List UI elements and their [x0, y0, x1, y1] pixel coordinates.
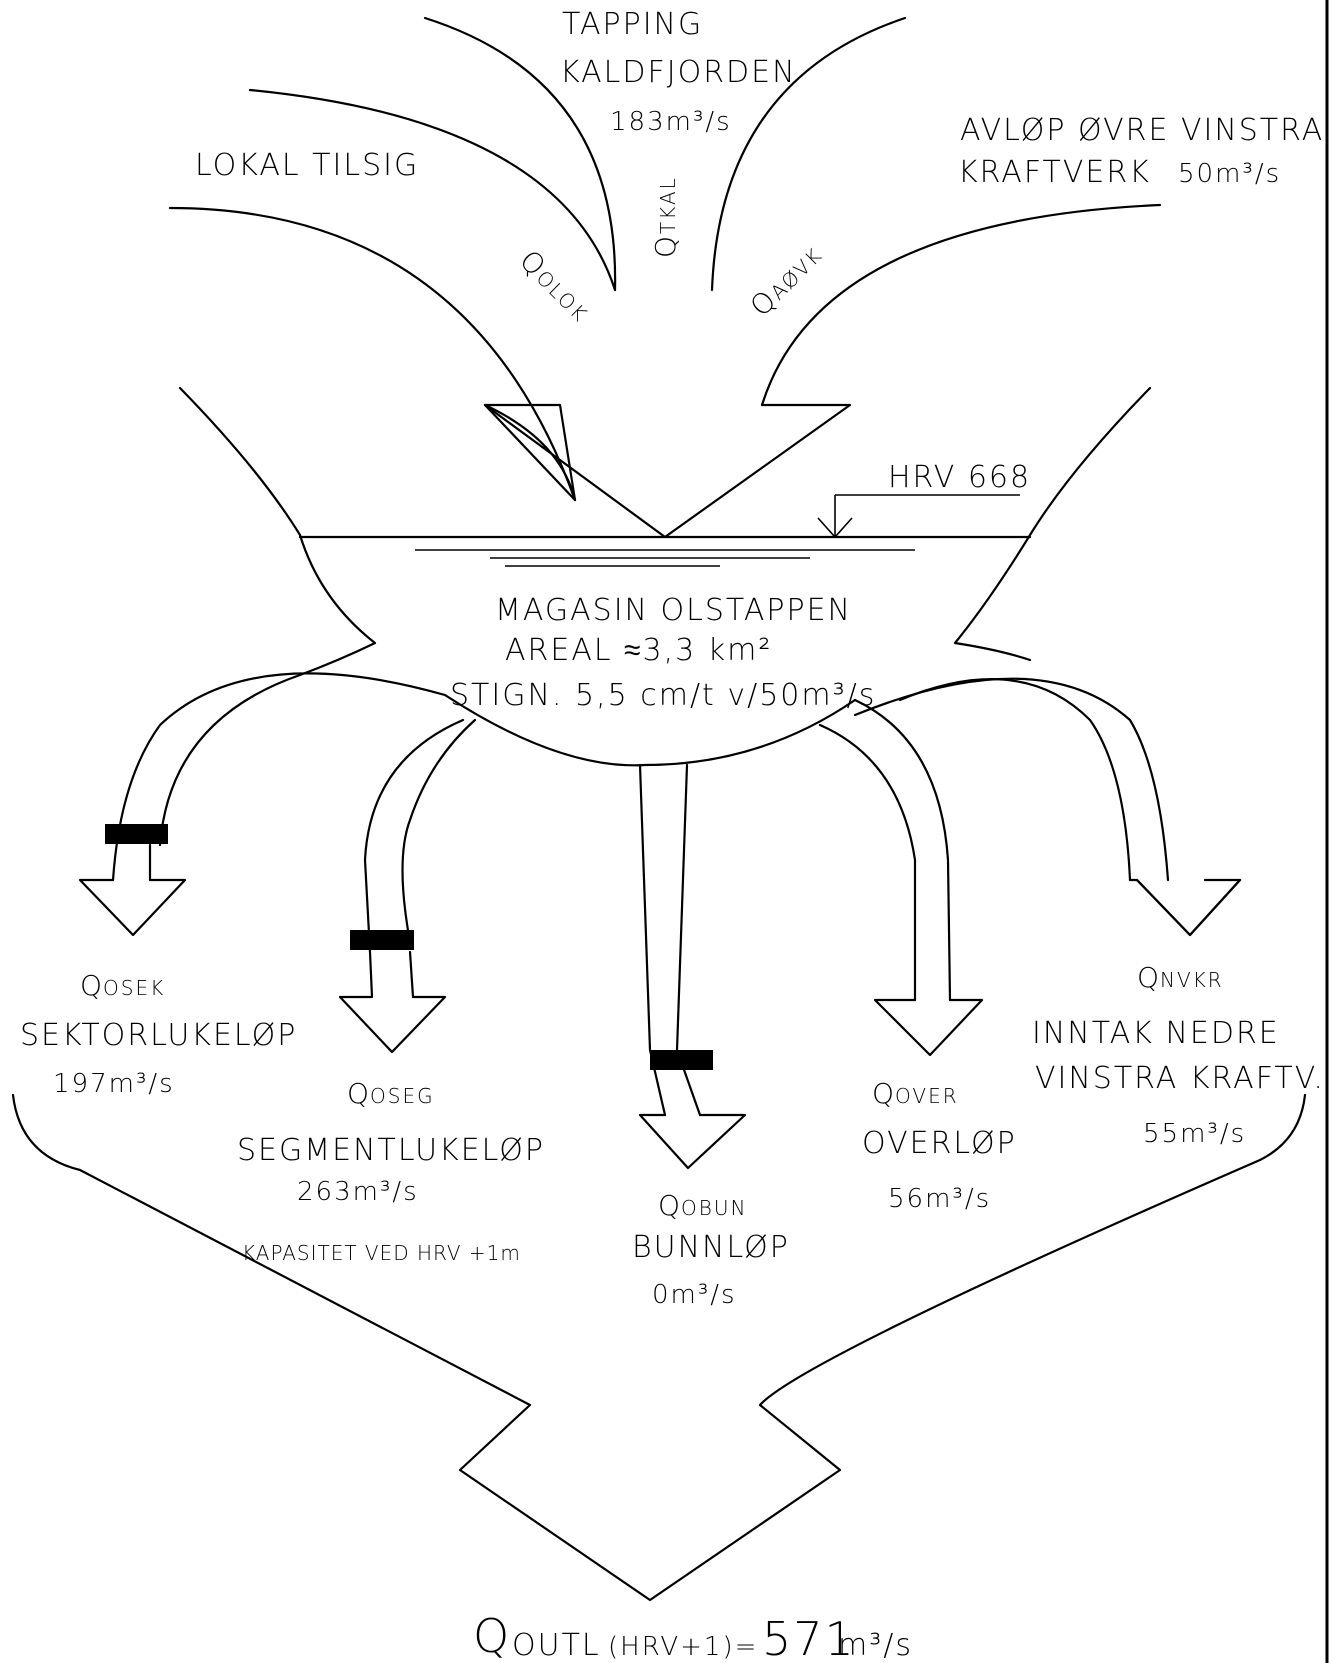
outlet-arrows [78, 672, 1242, 1170]
segment-sub: OSEG [370, 1084, 435, 1108]
sektor-symbol: Q [80, 969, 104, 1002]
over-name: OVERLØP [862, 1126, 1017, 1161]
tapping-title-1: TAPPING [562, 7, 703, 42]
outlet-over: Q OVER OVERLØP 56m³/s [862, 1077, 1017, 1214]
nvkr-sub: NVKR [1160, 968, 1224, 992]
segment-flow: 263m³/s [297, 1177, 419, 1207]
total-sub: OUTL [512, 1628, 601, 1663]
over-sub: OVER [895, 1084, 959, 1108]
sektor-sub: OSEK [103, 976, 165, 1000]
tapping-flow: 183m³/s [610, 107, 732, 137]
hrv-label: HRV 668 [888, 460, 1031, 495]
total-outflow: Q OUTL (HRV+1)= 571 m³/s [473, 1609, 913, 1663]
nvkr-symbol: Q [1137, 961, 1161, 994]
total-symbol: Q [473, 1609, 511, 1663]
reservoir-rise: STIGN. 5,5 cm/t v/50m³/s [450, 678, 876, 713]
tapping-sub: TKAL [656, 176, 680, 234]
inflow-funnel [168, 16, 1162, 539]
lokal-title: LOKAL TILSIG [195, 148, 419, 183]
sektor-name: SEKTORLUKELØP [20, 1018, 297, 1053]
over-symbol: Q [872, 1077, 896, 1110]
nvkr-name-2: VINSTRA KRAFTV. [1035, 1061, 1325, 1096]
sektor-flow: 197m³/s [53, 1069, 175, 1099]
outlet-bunn: Q OBUN BUNNLØP 0m³/s [632, 1189, 790, 1310]
total-funnel [11, 1093, 1307, 1602]
avlop-title-2: KRAFTVERK [958, 155, 1151, 190]
tapping-symbol: Q [649, 234, 682, 258]
outlet-segment: Q OSEG SEGMENTLUKELØP 263m³/s KAPASITET … [237, 1077, 545, 1265]
segment-symbol: Q [347, 1077, 371, 1110]
bunn-flow: 0m³/s [652, 1280, 737, 1310]
segment-name: SEGMENTLUKELØP [237, 1133, 545, 1168]
outlet-sektor: Q OSEK SEKTORLUKELØP 197m³/s [20, 969, 297, 1099]
nvkr-flow: 55m³/s [1143, 1119, 1246, 1149]
avlop-flow: 50m³/s [1178, 159, 1281, 189]
reservoir-name: MAGASIN OLSTAPPEN [495, 593, 852, 628]
nvkr-name-1: INNTAK NEDRE [1032, 1016, 1280, 1051]
total-condition: (HRV+1)= [608, 1632, 758, 1662]
reservoir-basin [178, 386, 1152, 767]
gate-segment [350, 930, 414, 950]
lokal-symbol-group: Q OLOK [513, 244, 593, 328]
outlet-nvkr: Q NVKR INNTAK NEDRE VINSTRA KRAFTV. 55m³… [1032, 961, 1325, 1149]
avlop-title-1: AVLØP ØVRE VINSTRA [960, 113, 1324, 148]
lokal-sub: OLOK [531, 266, 593, 328]
bunn-name: BUNNLØP [632, 1230, 790, 1265]
tapping-symbol-group: Q TKAL [649, 176, 682, 258]
segment-note: KAPASITET VED HRV +1m [242, 1241, 521, 1265]
avlop-sub: AØVK [766, 243, 828, 305]
bunn-sub: OBUN [681, 1196, 747, 1220]
gate-bunn [650, 1050, 713, 1070]
gate-sektor [105, 824, 168, 844]
over-flow: 56m³/s [888, 1184, 991, 1214]
avlop-symbol-group: Q AØVK [744, 243, 828, 323]
bunn-symbol: Q [658, 1189, 682, 1222]
total-value: 571 [762, 1612, 856, 1663]
reservoir-area: AREAL ≈3,3 km² [505, 633, 772, 668]
tapping-title-2: KALDFJORDEN [560, 55, 797, 90]
total-unit: m³/s [838, 1628, 913, 1663]
